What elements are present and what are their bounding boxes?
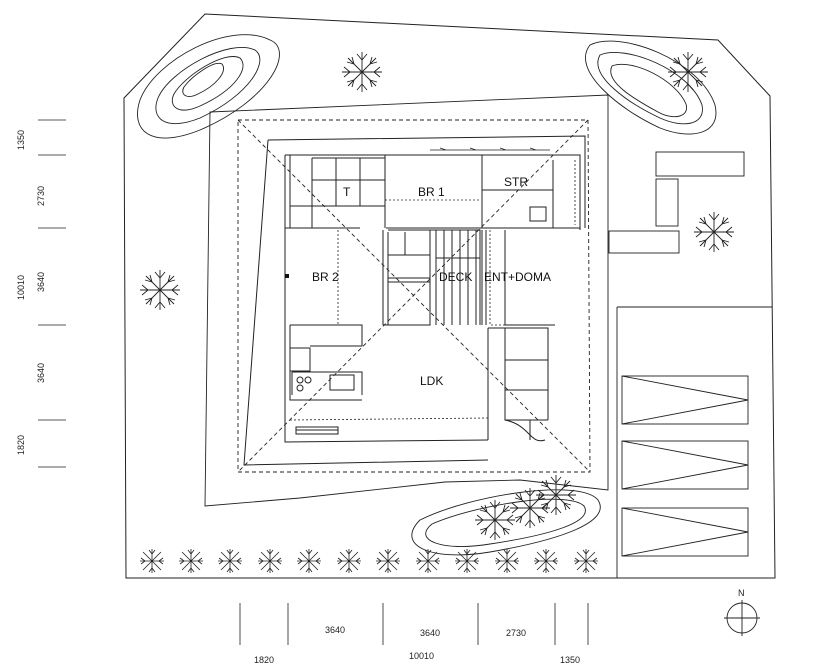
tree-icon (533, 548, 559, 574)
tree-icon (535, 474, 577, 516)
trees (139, 51, 735, 574)
parking-area (616, 306, 772, 578)
tree-icon (375, 548, 401, 574)
room-label-ent-doma: ENT+DOMA (484, 270, 551, 284)
tree-icon (139, 269, 181, 311)
tree-icon (341, 51, 383, 93)
tree-icon (667, 51, 709, 93)
tree-icon (509, 487, 551, 529)
garden-slabs (608, 151, 745, 254)
mound-south (411, 489, 601, 556)
dim-bottom-2: 3640 (325, 625, 345, 635)
tree-icon (693, 211, 735, 253)
mound-northwest (137, 34, 280, 139)
dim-bottom-4: 2730 (506, 628, 526, 638)
dim-left-5: 1820 (16, 435, 26, 455)
tree-icon (257, 548, 283, 574)
tree-icon (415, 548, 441, 574)
dim-left-1: 1350 (16, 130, 26, 150)
mound-northeast (585, 40, 717, 135)
dim-bottom-1: 1820 (254, 655, 274, 665)
dimension-chain-left (38, 119, 66, 468)
dim-left-3: 3640 (36, 272, 46, 292)
tree-icon (573, 548, 599, 574)
dim-left-2: 2730 (36, 186, 46, 206)
tree-icon (178, 548, 204, 574)
dim-bottom-5: 1350 (560, 655, 580, 665)
building-walls (243, 135, 586, 466)
dim-left-total: 10010 (16, 275, 26, 300)
room-label-t: T (343, 185, 351, 199)
tree-icon (217, 548, 243, 574)
tree-icon (296, 548, 322, 574)
tree-icon (139, 548, 165, 574)
dim-bottom-total: 10010 (409, 651, 434, 661)
north-label: N (738, 588, 745, 598)
room-label-deck: DECK (439, 270, 472, 284)
plateau-outline (204, 94, 609, 507)
dimension-chain-bottom (239, 603, 589, 645)
column-marker (285, 274, 289, 278)
north-arrow-icon (724, 600, 760, 636)
room-label-br2: BR 2 (312, 270, 339, 284)
room-label-str: STR (504, 175, 528, 189)
roof-outline (237, 119, 591, 473)
dim-left-4: 3640 (36, 363, 46, 383)
tree-icon (494, 548, 520, 574)
tree-icon (474, 499, 516, 541)
tree-icon (336, 548, 362, 574)
site-boundary (123, 13, 776, 579)
dim-bottom-3: 3640 (420, 628, 440, 638)
tree-icon (454, 548, 480, 574)
entry-rail (430, 147, 550, 151)
room-label-ldk: LDK (420, 374, 443, 388)
hidden-lines (289, 160, 576, 421)
room-label-br1: BR 1 (418, 185, 445, 199)
